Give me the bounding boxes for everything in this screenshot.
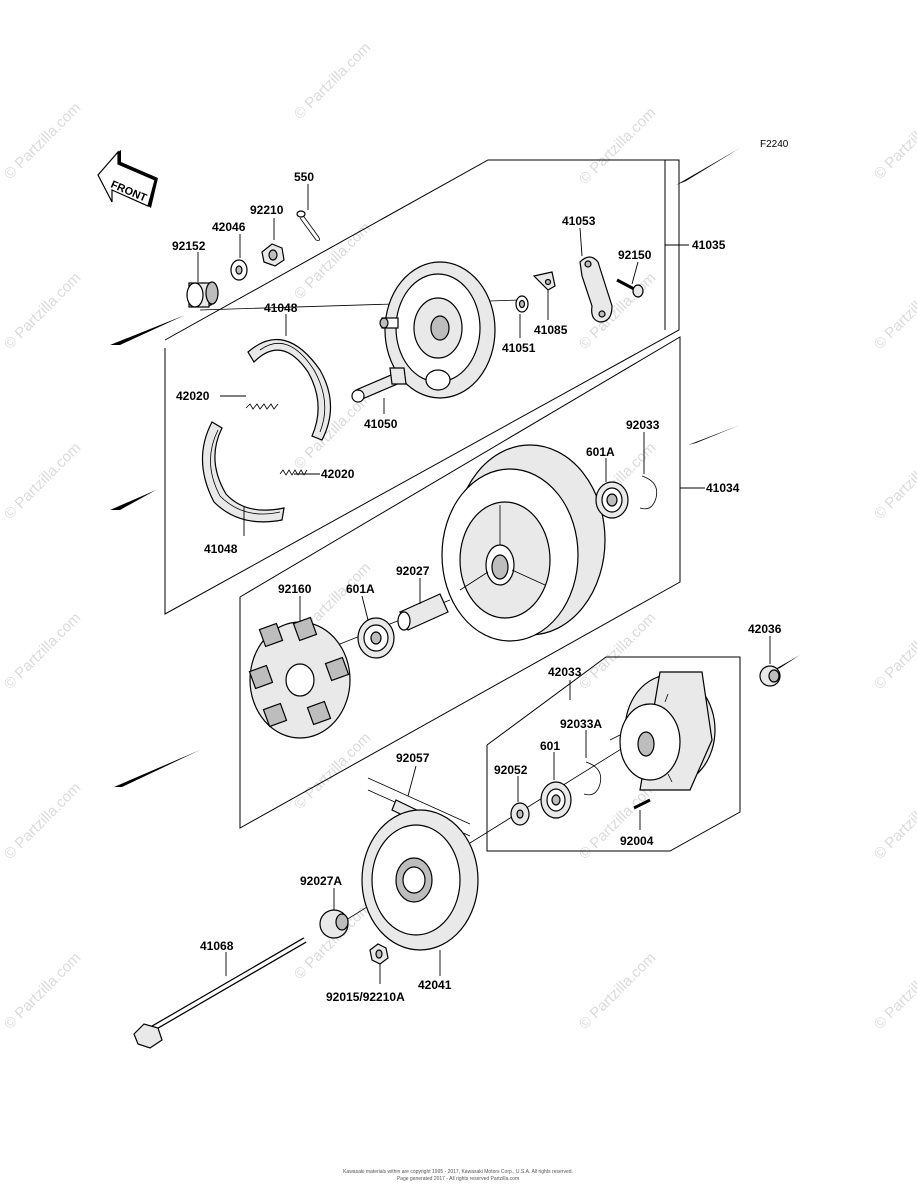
part-92027A-collar [319,909,349,939]
callout-92052: 92052 [494,763,528,777]
callout-92033A: 92033A [560,717,602,731]
callout-92210: 92210 [250,203,284,217]
part-41048-brake-shoe-lower [201,421,285,523]
callout-labels: 550 92210 42046 92152 41048 42020 42020 … [172,170,782,1004]
part-601-bearing [540,781,572,819]
callout-41048-upper: 41048 [264,301,298,315]
callout-41051: 41051 [502,341,536,355]
watermark-text: © Partzilla.com [576,949,659,1032]
watermark-text: © Partzilla.com [1,269,84,352]
watermark-text: © Partzilla.com [871,779,917,862]
callout-601A-left: 601A [346,582,375,596]
part-42046-washer [230,259,248,281]
callout-92015-92210A: 92015/92210A [326,990,405,1004]
callout-41034: 41034 [706,481,740,495]
watermark-text: © Partzilla.com [871,609,917,692]
watermark-text: © Partzilla.com [291,389,374,472]
part-41051-seal [515,295,529,313]
part-92033A-circlip [583,761,602,796]
callout-92027: 92027 [396,564,430,578]
watermark-text: © Partzilla.com [576,104,659,187]
callout-41050: 41050 [364,417,398,431]
callout-92160: 92160 [278,582,312,596]
callout-92004: 92004 [620,834,654,848]
part-42036-collar [759,665,781,687]
part-550-cotter-pin [296,210,320,241]
diagram-code: F2240 [760,139,789,150]
part-41068-axle [133,937,307,1049]
group-frame-coupling [486,656,741,852]
callout-41053: 41053 [562,214,596,228]
part-41085-indicator [532,271,556,291]
callout-92152: 92152 [172,239,206,253]
watermark-text: © Partzilla.com [1,949,84,1032]
part-41050-camshaft [351,367,407,403]
part-42020-spring-upper [245,403,279,410]
callout-41068: 41068 [200,939,234,953]
watermark-text: © Partzilla.com [871,949,917,1032]
part-42020-spring-lower [279,469,308,476]
part-42033-coupling [609,671,716,791]
part-brake-panel [379,261,496,399]
watermark-text: © Partzilla.com [1,609,84,692]
front-arrow-icon: FRONT [97,150,158,208]
callout-41085: 41085 [534,323,568,337]
watermark-text: © Partzilla.com [576,609,659,692]
leader-lines [197,184,771,984]
watermark-text: © Partzilla.com [1,99,84,182]
callout-42036: 42036 [748,622,782,636]
part-92015-nut [369,943,389,965]
part-92027-spacer [397,593,449,631]
callout-42041: 42041 [418,978,452,992]
callout-601A-right: 601A [586,445,615,459]
part-41048-brake-shoe-upper [247,338,332,441]
watermark-text: © Partzilla.com [871,439,917,522]
part-601A-bearing-left [357,617,395,659]
watermark-text: © Partzilla.com [291,39,374,122]
part-92210-nut [261,243,285,267]
callout-92057: 92057 [396,751,430,765]
watermark-text: © Partzilla.com [871,269,917,352]
part-42041-sprocket [361,809,479,951]
watermark-text: © Partzilla.com [871,99,917,182]
watermark-text: © Partzilla.com [576,779,659,862]
part-92150-bolt [616,278,644,298]
footer-line-2: Page generated 2017 - All rights reserve… [397,1176,519,1182]
part-92004-stud [633,798,651,810]
part-92160-damper [248,616,351,739]
footer-line-1: Kawasaki materials within are copyright … [343,1169,573,1175]
footer-copyright: Kawasaki materials within are copyright … [343,1169,573,1182]
part-41053-cam-lever [579,256,613,323]
callout-550: 550 [294,170,314,184]
watermark-text: © Partzilla.com [1,439,84,522]
callout-92027A: 92027A [300,874,342,888]
part-92033-circlip [639,475,658,510]
direction-arrows [110,148,800,787]
part-601A-bearing-right [595,481,629,519]
group-frame-hub [239,336,681,829]
callout-41035: 41035 [692,238,726,252]
watermark-text: © Partzilla.com [1,779,84,862]
callout-42020-upper: 42020 [176,389,210,403]
callout-92033: 92033 [626,418,660,432]
callout-601: 601 [540,739,560,753]
callout-92150: 92150 [618,248,652,262]
watermark-text: © Partzilla.com [291,729,374,812]
callout-42020-lower: 42020 [321,467,355,481]
callout-42046: 42046 [212,220,246,234]
watermark-text: © Partzilla.com [291,219,374,302]
part-92052-seal [510,802,530,826]
callout-41048-lower: 41048 [204,542,238,556]
part-92152-collar [186,281,219,308]
part-wheel-hub [441,444,606,642]
callout-42033: 42033 [548,665,582,679]
